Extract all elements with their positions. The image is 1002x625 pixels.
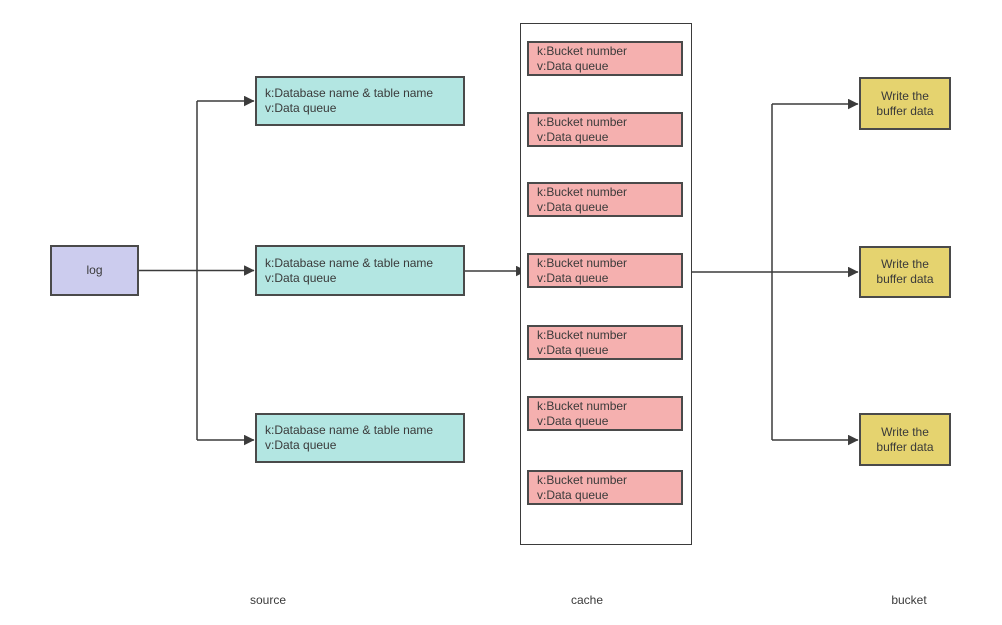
cache-node-2-value: v:Data queue	[537, 129, 609, 144]
cache-node-2: k:Bucket number v:Data queue	[527, 112, 683, 147]
bucket-node-1-line2: buffer data	[876, 103, 934, 118]
cache-node-3-key: k:Bucket number	[537, 184, 628, 199]
source-node-1-value: v:Data queue	[265, 101, 337, 115]
cache-node-6-value: v:Data queue	[537, 413, 609, 428]
cache-node-4-key: k:Bucket number	[537, 255, 628, 270]
bucket-node-2-line2: buffer data	[876, 272, 934, 286]
cache-node-5: k:Bucket number v:Data queue	[527, 325, 683, 360]
bucket-group-label: bucket	[891, 593, 927, 607]
cache-node-3: k:Bucket number v:Data queue	[527, 182, 683, 217]
bucket-node-1-line1: Write the	[881, 88, 929, 103]
bucket-node-3: Write the buffer data	[859, 413, 951, 466]
bucket-node-2-line1: Write the	[881, 257, 929, 271]
source-group-label: source	[249, 593, 287, 607]
source-node-3-key: k:Database name & table name	[265, 423, 434, 437]
cache-node-1: k:Bucket number v:Data queue	[527, 41, 683, 76]
cache-node-4-value: v:Data queue	[537, 270, 609, 285]
cache-node-1-key: k:Bucket number	[537, 43, 628, 58]
bucket-node-3-line1: Write the	[881, 424, 929, 439]
cache-node-6-key: k:Bucket number	[537, 398, 628, 413]
bucket-node-3-line2: buffer data	[876, 439, 934, 454]
source-node-3-value: v:Data queue	[265, 438, 337, 452]
source-node-3: k:Database name & table name v:Data queu…	[255, 413, 465, 463]
source-node-2-key: k:Database name & table name	[265, 255, 434, 270]
cache-node-2-key: k:Bucket number	[537, 114, 628, 129]
cache-node-6: k:Bucket number v:Data queue	[527, 396, 683, 431]
cache-node-7-value: v:Data queue	[537, 487, 609, 502]
source-node-2-value: v:Data queue	[265, 270, 337, 285]
bucket-node-2: Write the buffer data	[859, 246, 951, 298]
cache-group-label: cache	[570, 593, 604, 607]
cache-node-5-key: k:Bucket number	[537, 327, 628, 342]
source-node-1: k:Database name & table name v:Data queu…	[255, 76, 465, 126]
cache-node-4: k:Bucket number v:Data queue	[527, 253, 683, 288]
cache-node-3-value: v:Data queue	[537, 199, 609, 214]
source-node-1-key: k:Database name & table name	[265, 86, 434, 100]
log-node: log	[50, 245, 139, 296]
log-node-label: log	[86, 263, 103, 277]
cache-node-5-value: v:Data queue	[537, 342, 609, 357]
cache-node-7: k:Bucket number v:Data queue	[527, 470, 683, 505]
bucket-node-1: Write the buffer data	[859, 77, 951, 130]
cache-node-1-value: v:Data queue	[537, 58, 609, 73]
source-node-2: k:Database name & table name v:Data queu…	[255, 245, 465, 296]
cache-node-7-key: k:Bucket number	[537, 472, 628, 487]
